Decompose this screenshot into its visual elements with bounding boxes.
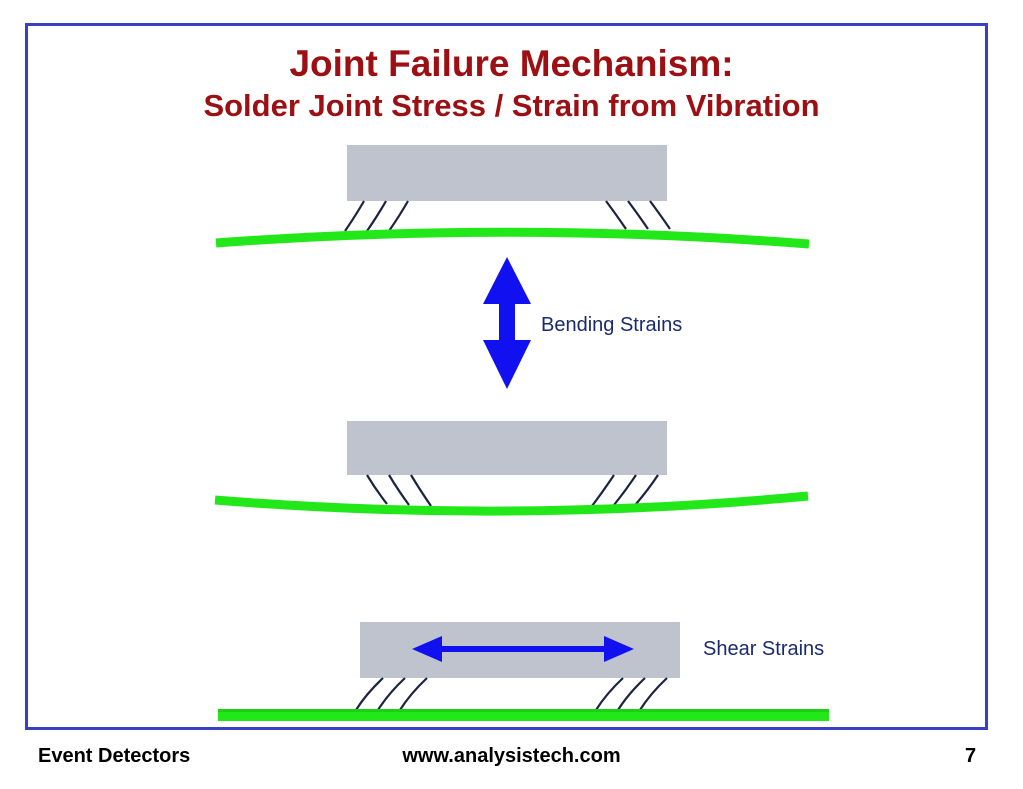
solder-leads-left-bottom <box>355 677 428 711</box>
slide-title: Joint Failure Mechanism: <box>289 43 734 84</box>
component-body-middle <box>347 421 667 475</box>
slide-frame <box>25 23 988 730</box>
solder-leads-left-top <box>344 200 409 232</box>
shear-strains-label: Shear Strains <box>703 638 825 660</box>
bending-down-assembly <box>214 421 809 516</box>
solder-leads-right-middle <box>591 474 659 507</box>
bending-strains-label: Bending Strains <box>541 314 683 336</box>
bending-up-assembly <box>215 145 810 249</box>
circuit-board-concave <box>214 491 809 516</box>
solder-leads-right-top <box>605 200 671 230</box>
shear-assembly <box>218 622 829 721</box>
shear-arrow <box>412 636 634 662</box>
solder-leads-right-bottom <box>595 677 668 711</box>
page-number: 7 <box>965 745 977 767</box>
footer-url: www.analysistech.com <box>402 745 621 767</box>
footer-left-text: Event Detectors <box>38 745 191 767</box>
slide-subtitle: Solder Joint Stress / Strain from Vibrat… <box>203 88 820 123</box>
bending-arrow <box>483 257 531 389</box>
circuit-board-convex <box>215 227 810 249</box>
solder-leads-left-middle <box>366 474 432 507</box>
component-body-top <box>347 145 667 201</box>
